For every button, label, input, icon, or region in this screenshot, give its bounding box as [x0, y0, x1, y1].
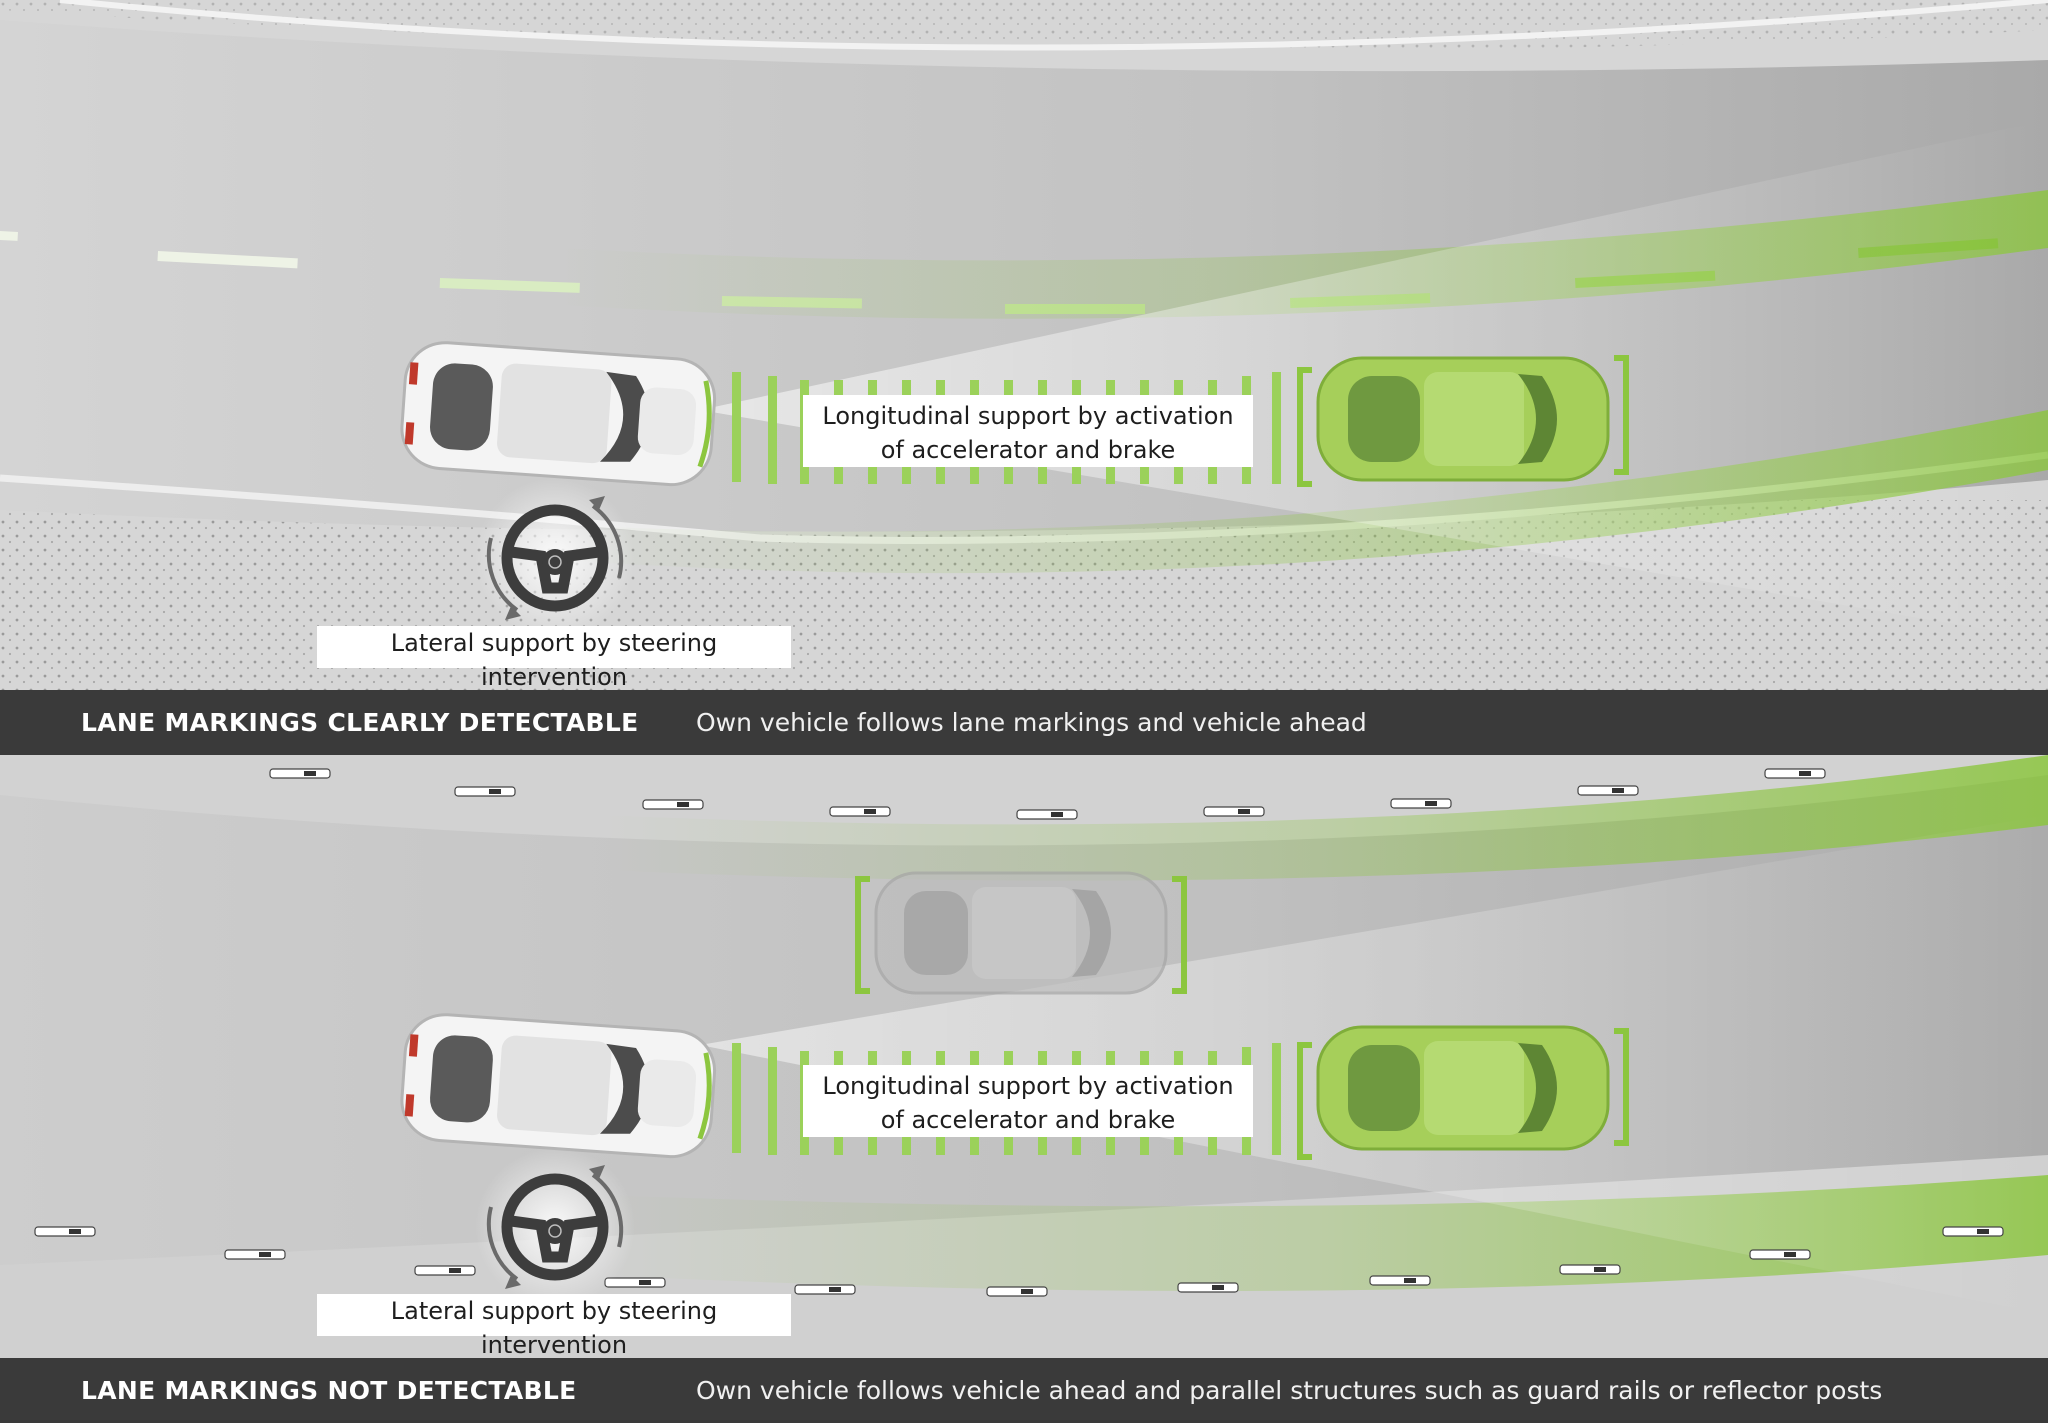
target-bracket-left [1297, 1042, 1312, 1160]
reflector-post-icon [414, 1265, 476, 1276]
vehicle-ahead-icon [1316, 1025, 1610, 1151]
reflector-post-icon [1390, 798, 1452, 809]
own-vehicle-icon [400, 1013, 717, 1159]
longitudinal-support-label: Longitudinal support by activation of ac… [803, 1065, 1253, 1137]
reflector-post-icon [1577, 785, 1639, 796]
lateral-support-label: Lateral support by steering intervention [317, 1294, 791, 1358]
target-bracket-left [1297, 367, 1312, 487]
reflector-post-icon [454, 786, 516, 797]
scenario-lane-markings-not-detectable: Longitudinal support by activation of ac… [0, 755, 2048, 1358]
reflector-post-icon [1203, 806, 1265, 817]
reflector-post-icon [34, 1226, 96, 1237]
reflector-post-icon [269, 768, 331, 779]
reflector-post-icon [1559, 1264, 1621, 1275]
adjacent-vehicle-icon [874, 871, 1168, 995]
scenario-lane-markings-detectable: Longitudinal support by activation of ac… [0, 0, 2048, 690]
rotate-arrows-icon [486, 496, 624, 620]
longitudinal-support-label: Longitudinal support by activation of ac… [803, 395, 1253, 467]
reflector-post-icon [1016, 809, 1078, 820]
adjacent-bracket-left [855, 876, 870, 994]
steering-wheel-icon [501, 1173, 609, 1281]
steering-wheel-icon [501, 504, 609, 612]
scenario-description: Own vehicle follows lane markings and ve… [696, 708, 1367, 737]
vehicle-ahead-icon [1316, 356, 1610, 482]
detected-lane-band-right [560, 410, 2048, 574]
scenario-bar-bottom: LANE MARKINGS NOT DETECTABLE Own vehicle… [0, 1358, 2048, 1423]
guard-rail-band-top [600, 755, 2048, 881]
reflector-post-icon [986, 1286, 1048, 1297]
adjacent-bracket-right [1172, 876, 1187, 994]
lateral-support-label: Lateral support by steering intervention [317, 626, 791, 690]
road-edge-line-top [59, 0, 2048, 51]
target-bracket-right [1614, 355, 1629, 475]
own-vehicle-icon [400, 341, 717, 487]
reflector-post-icon [1764, 768, 1826, 779]
reflector-post-icon [1369, 1275, 1431, 1286]
reflector-posts-bottom [34, 1226, 2004, 1297]
reflector-posts-top [269, 768, 1826, 820]
steering-wheel-group [475, 1147, 635, 1307]
scenario-bar-top: LANE MARKINGS CLEARLY DETECTABLE Own veh… [0, 690, 2048, 755]
reflector-post-icon [829, 806, 891, 817]
scenario-description: Own vehicle follows vehicle ahead and pa… [696, 1376, 1883, 1405]
reflector-post-icon [224, 1249, 286, 1260]
scenario-title: LANE MARKINGS NOT DETECTABLE [81, 1376, 577, 1405]
target-bracket-right [1614, 1028, 1629, 1146]
reflector-post-icon [1942, 1226, 2004, 1237]
reflector-post-icon [642, 799, 704, 810]
reflector-post-icon [1177, 1282, 1239, 1293]
rotate-arrows-icon [486, 1165, 624, 1289]
steering-wheel-group [475, 478, 635, 638]
reflector-post-icon [794, 1284, 856, 1295]
scenario-title: LANE MARKINGS CLEARLY DETECTABLE [81, 708, 639, 737]
reflector-post-icon [1749, 1249, 1811, 1260]
top-scene [0, 0, 2048, 690]
bottom-scene [0, 755, 2048, 1358]
